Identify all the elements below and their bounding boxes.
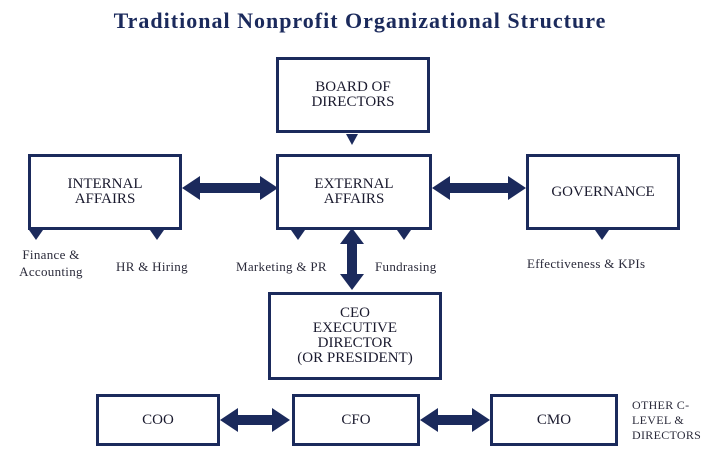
cfo-cmo-arrow <box>420 408 490 432</box>
governance-box: GOVERNANCE <box>526 154 680 230</box>
external-affairs-box: EXTERNAL AFFAIRS <box>276 154 432 230</box>
hr-pointer <box>150 230 164 240</box>
ceo-box: CEO EXECUTIVE DIRECTOR (OR PRESIDENT) <box>268 292 442 380</box>
cmo-box: CMO <box>490 394 618 446</box>
effectiveness-pointer <box>595 230 609 240</box>
fundraising-label: Fundrasing <box>375 259 437 274</box>
board-of-directors-box: BOARD OF DIRECTORS <box>276 57 430 133</box>
fundraising-pointer <box>397 230 411 240</box>
internal-affairs-box: INTERNAL AFFAIRS <box>28 154 182 230</box>
marketing-label: Marketing & PR <box>236 259 327 274</box>
internal-external-arrow <box>182 176 278 200</box>
finance-pointer <box>29 230 43 240</box>
external-governance-arrow <box>432 176 526 200</box>
finance-label: Finance & Accounting <box>19 247 83 279</box>
coo-cfo-arrow <box>220 408 290 432</box>
other-c-level-label: OTHER C- LEVEL & DIRECTORS <box>632 398 702 442</box>
external-ceo-arrow <box>340 228 364 290</box>
board-to-external-pointer <box>346 134 358 145</box>
coo-box: COO <box>96 394 220 446</box>
effectiveness-label: Effectiveness & KPIs <box>527 256 646 271</box>
page-title: Traditional Nonprofit Organizational Str… <box>113 8 607 33</box>
cfo-box: CFO <box>292 394 420 446</box>
marketing-pointer <box>291 230 305 240</box>
hr-label: HR & Hiring <box>116 259 188 274</box>
